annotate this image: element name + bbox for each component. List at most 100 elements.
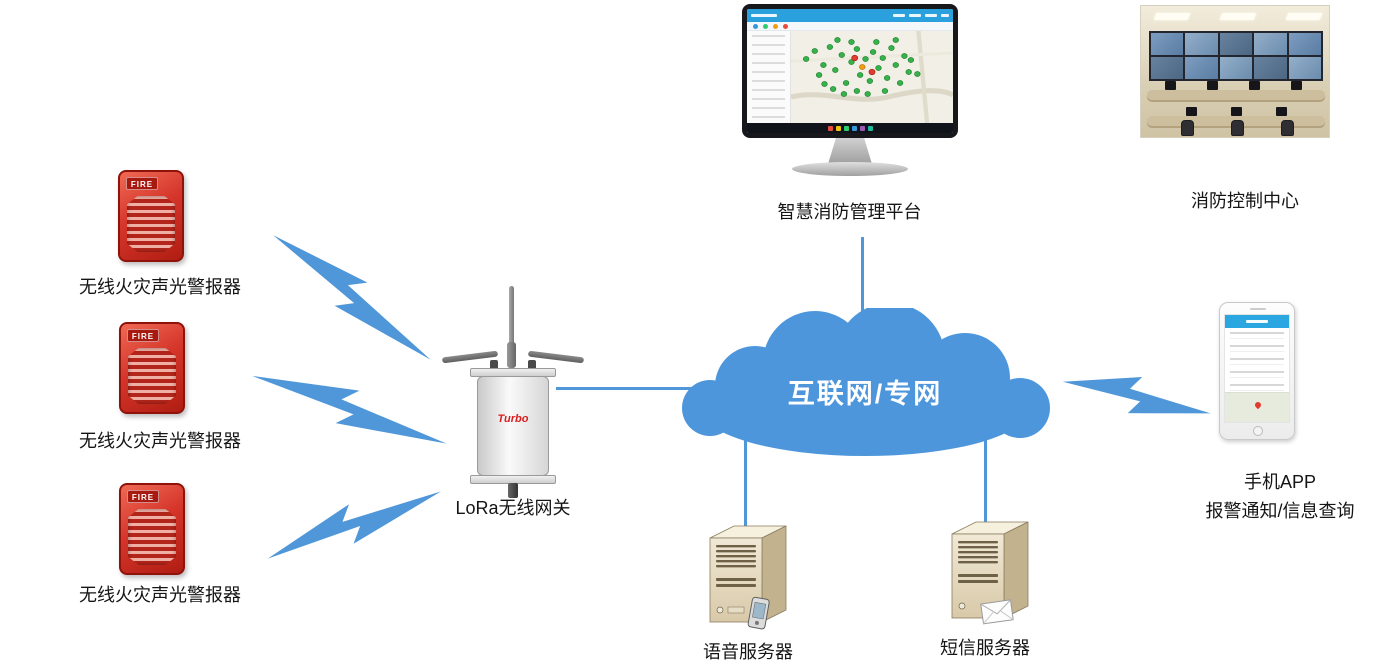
ceiling-light xyxy=(1153,13,1191,20)
cloud-shape xyxy=(682,308,1050,456)
desk-monitor xyxy=(1291,81,1302,90)
lightning-connector-alarm1-gateway xyxy=(273,235,431,360)
chair xyxy=(1181,120,1194,136)
desk-monitor xyxy=(1276,107,1287,116)
stat-dot xyxy=(753,23,758,29)
desk-monitor xyxy=(1165,81,1176,90)
map-pin-icon xyxy=(1253,400,1263,410)
connector-gateway-cloud xyxy=(556,387,708,390)
taskbar-icon xyxy=(867,125,873,131)
monitor-taskbar xyxy=(747,123,953,133)
platform-monitor xyxy=(742,4,958,180)
control-center-label: 消防控制中心 xyxy=(1191,191,1299,211)
fire-alarm-badge: FIRE xyxy=(127,490,159,503)
phone-map xyxy=(1225,392,1289,422)
lightning-connector-alarm2-gateway xyxy=(252,375,447,444)
phone-app-header xyxy=(1225,315,1289,328)
alarm1-label: 无线火灾声光警报器 xyxy=(79,277,241,297)
device-markers xyxy=(802,37,921,97)
sms-server-label: 短信服务器 xyxy=(940,638,1030,658)
fire-alarm-device-1: FIRE xyxy=(118,170,184,262)
phone-app-label-line1: 手机APP xyxy=(1243,472,1317,492)
alarm3-label: 无线火灾声光警报器 xyxy=(79,585,241,605)
menu-placeholder xyxy=(941,14,949,17)
monitor-bezel xyxy=(742,4,958,138)
monitor-stand-neck xyxy=(828,138,872,164)
taskbar-icon xyxy=(827,125,833,131)
platform-map xyxy=(791,31,953,123)
connector-cloud-voice-server xyxy=(744,440,747,528)
gateway-enclosure: Turbo xyxy=(477,376,549,476)
fire-alarm-badge: FIRE xyxy=(126,177,158,190)
connector-platform-cloud xyxy=(861,237,864,337)
server-drive-bay xyxy=(727,606,745,614)
taskbar-icon xyxy=(859,125,865,131)
sms-server-device xyxy=(951,521,1029,625)
alarm-marker xyxy=(868,68,876,76)
envelope-icon xyxy=(980,599,1014,625)
gateway-right-antenna xyxy=(527,350,585,364)
taskbar-icon xyxy=(835,125,841,131)
fire-alarm-speaker-grille xyxy=(127,196,175,252)
sidebar-tree-placeholder xyxy=(752,35,785,119)
gateway-antenna-base xyxy=(507,342,516,368)
lora-gateway-device: Turbo xyxy=(441,286,585,500)
desk-monitor xyxy=(1249,81,1260,90)
fire-alarm-speaker-grille xyxy=(128,348,176,404)
control-center-photo xyxy=(1140,5,1330,138)
desk-monitor xyxy=(1186,107,1197,116)
video-wall xyxy=(1149,31,1323,81)
platform-body xyxy=(747,31,953,123)
chair xyxy=(1281,120,1294,136)
fire-alarm-badge: FIRE xyxy=(127,329,159,342)
platform-title-placeholder xyxy=(751,14,777,17)
platform-label: 智慧消防管理平台 xyxy=(777,202,922,222)
phone-screen xyxy=(1224,314,1290,423)
lightning-connector-cloud-phone xyxy=(1062,376,1211,414)
platform-stats-bar xyxy=(747,22,953,31)
ceiling-light xyxy=(1285,13,1323,20)
alarm2-label: 无线火灾声光警报器 xyxy=(79,431,241,451)
voice-server-label: 语音服务器 xyxy=(703,642,793,662)
fire-alarm-device-2: FIRE xyxy=(119,322,185,414)
gateway-vertical-antenna xyxy=(509,286,514,366)
server-vents xyxy=(958,541,998,583)
chair xyxy=(1231,120,1244,136)
control-desk-row1 xyxy=(1147,90,1325,100)
warning-marker xyxy=(859,64,866,70)
monitor-stand-base xyxy=(792,162,908,176)
alarm-list-placeholder xyxy=(1230,332,1284,394)
stat-dot xyxy=(783,23,788,29)
connector-cloud-sms-server xyxy=(984,438,987,524)
menu-placeholder xyxy=(893,14,905,17)
alarm-marker xyxy=(851,54,859,62)
server-power-button xyxy=(716,606,724,614)
platform-header-bar xyxy=(747,9,953,22)
server-vents xyxy=(716,545,756,587)
platform-sidebar xyxy=(747,31,791,123)
gateway-brand-text: Turbo xyxy=(497,413,529,425)
gateway-antenna-mount xyxy=(528,360,536,372)
gateway-label: LoRa无线网关 xyxy=(455,498,571,518)
stat-dot xyxy=(773,23,778,29)
menu-placeholder xyxy=(925,14,937,17)
taskbar-icon xyxy=(843,125,849,131)
lightning-connector-alarm3-gateway xyxy=(267,491,442,559)
app-title-placeholder xyxy=(1246,320,1268,323)
monitor-screen xyxy=(747,9,953,133)
voice-server-device xyxy=(709,525,787,630)
smartphone-device xyxy=(1219,302,1295,440)
ceiling-light xyxy=(1219,13,1257,20)
gateway-antenna-mount xyxy=(490,360,498,372)
phone-app-label-line2: 报警通知/信息查询 xyxy=(1205,501,1355,521)
menu-placeholder xyxy=(909,14,921,17)
phone-home-button xyxy=(1253,426,1263,436)
handset-phone-icon xyxy=(747,596,770,630)
gateway-cable-gland xyxy=(508,483,518,498)
stat-dot xyxy=(763,23,768,29)
taskbar-icon xyxy=(851,125,857,131)
phone-earpiece xyxy=(1250,308,1266,310)
cloud-label: 互联网/专网 xyxy=(787,379,943,409)
server-power-button xyxy=(958,602,966,610)
